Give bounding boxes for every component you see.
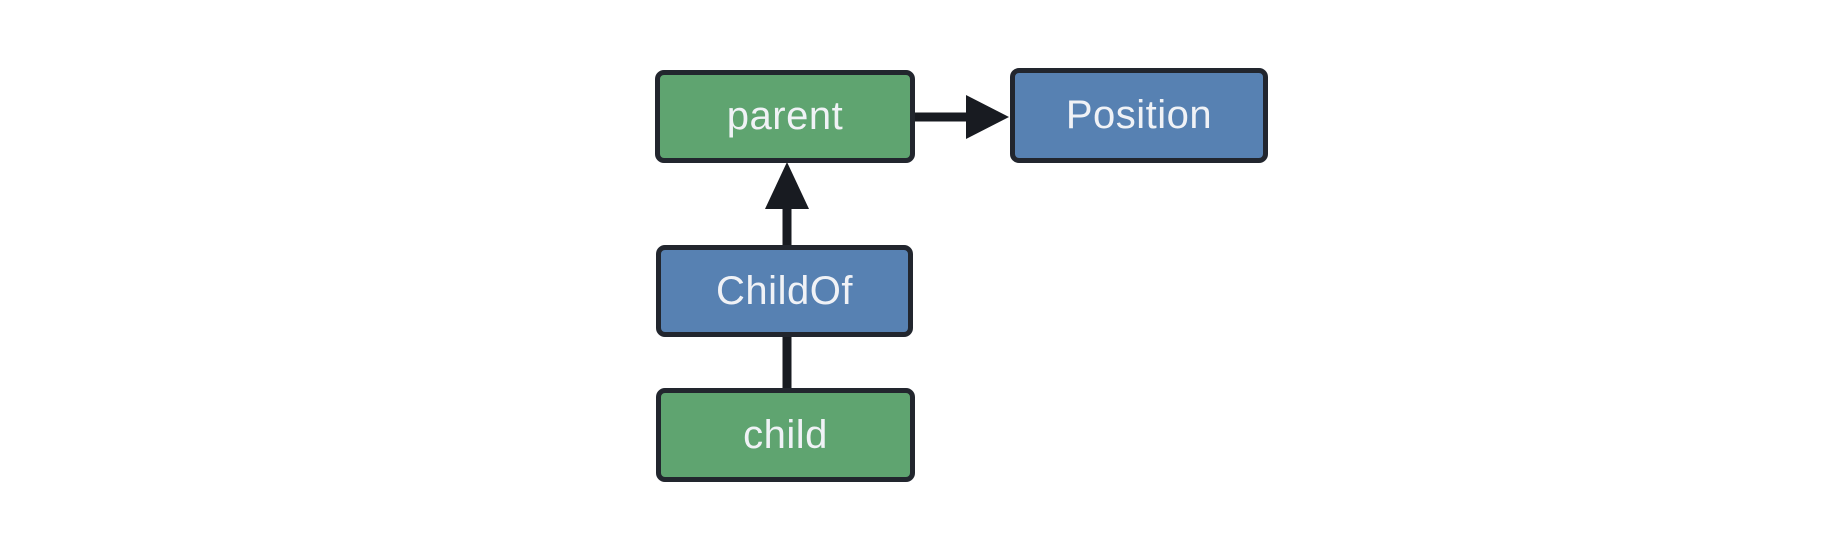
arrowhead-right-icon	[966, 95, 1009, 139]
node-position-label: Position	[1065, 93, 1213, 137]
node-parent-label: parent	[726, 94, 844, 138]
edge-childof-to-parent	[765, 162, 809, 250]
node-childof: ChildOf	[656, 245, 913, 337]
arrowhead-up-icon	[765, 162, 809, 209]
node-child: child	[656, 388, 915, 482]
node-position: Position	[1010, 68, 1268, 163]
node-childof-label: ChildOf	[716, 268, 853, 313]
edge-parent-to-position	[913, 95, 1009, 139]
node-parent: parent	[655, 70, 915, 163]
node-child-label: child	[743, 412, 828, 457]
